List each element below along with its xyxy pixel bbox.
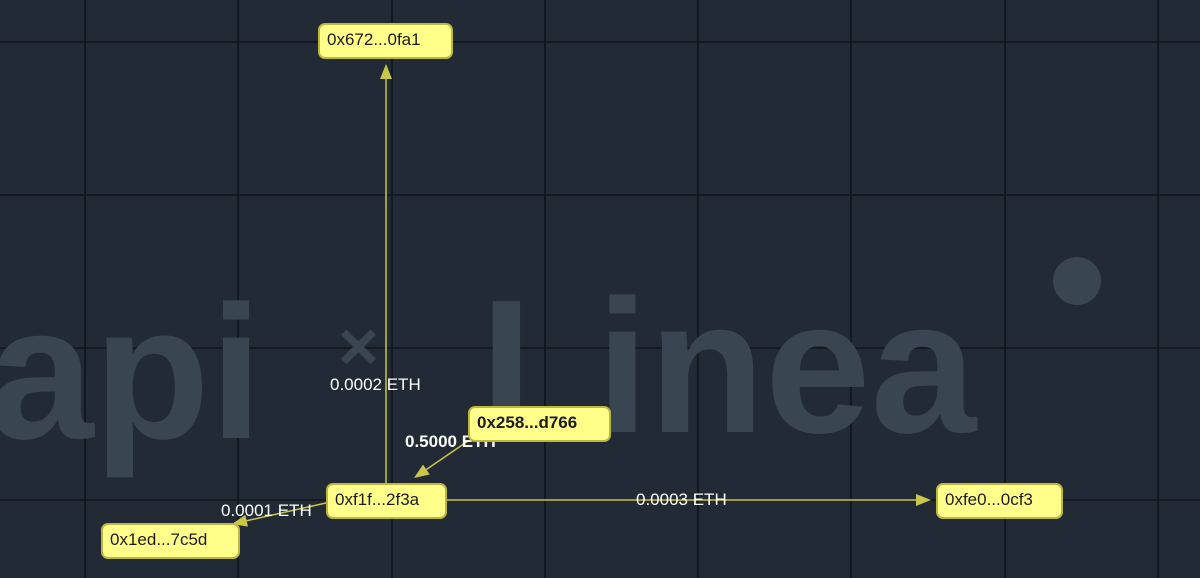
address-node-n672[interactable]: 0x672...0fa1 [318,23,453,59]
edge-nf1f-to-n672[interactable]: 0.0002 ETH [330,64,421,483]
edge-amount-label: 0.0001 ETH [221,501,312,520]
address-node-nfe0[interactable]: 0xfe0...0cf3 [936,483,1063,519]
watermark-dot [1053,257,1101,305]
edge-amount-label: 0.0002 ETH [330,375,421,394]
address-node-n258[interactable]: 0x258...d766 [468,406,611,442]
address-node-nf1f[interactable]: 0xf1f...2f3a [326,483,447,519]
address-node-n1ed[interactable]: 0x1ed...7c5d [101,523,240,559]
arrowhead-icon [380,64,392,79]
edge-line[interactable] [425,440,469,471]
watermark-left-text: api [0,267,263,479]
edge-nf1f-to-n1ed[interactable]: 0.0001 ETH [221,501,327,527]
edge-line[interactable] [246,502,327,522]
edge-amount-label: 0.0003 ETH [636,490,727,509]
edge-nf1f-to-nfe0[interactable]: 0.0003 ETH [447,490,931,509]
watermark-logo: api × Linea [0,257,1101,479]
watermark-separator: × [338,307,379,385]
arrowhead-icon [414,464,430,478]
arrowhead-icon [916,494,931,506]
